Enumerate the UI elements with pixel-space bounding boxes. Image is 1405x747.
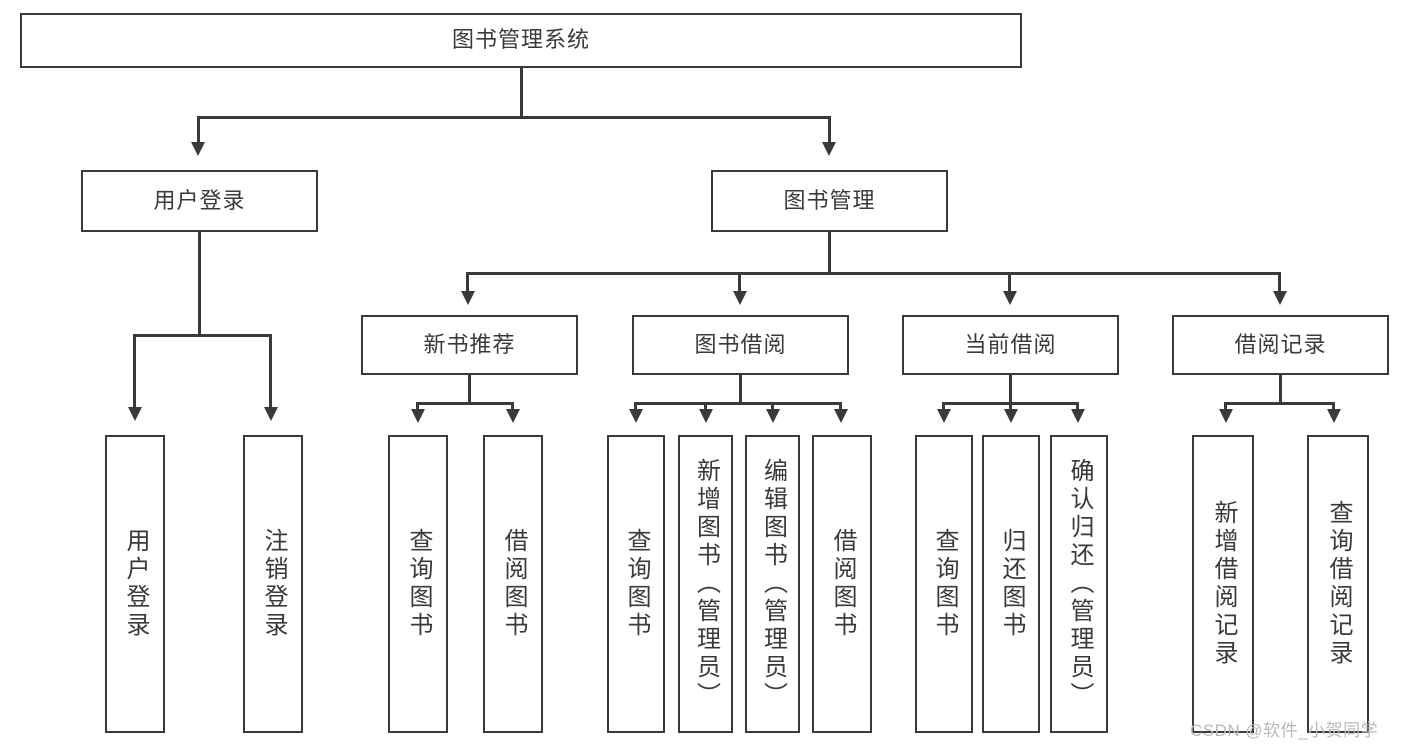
node-label: 图书管理 bbox=[783, 187, 876, 213]
node-label: 借阅记录 bbox=[1234, 331, 1327, 357]
connector-cb-drop-1 bbox=[942, 402, 945, 412]
connector-root-stem bbox=[520, 68, 523, 117]
node-label: 当前借阅 bbox=[964, 331, 1057, 357]
node-book-borrow[interactable]: 图书借阅 bbox=[632, 315, 849, 375]
leaf-cb-query-book[interactable]: 查询图书 bbox=[915, 435, 973, 733]
connector-nbr-stem bbox=[468, 375, 471, 404]
connector-cb-drop-2 bbox=[1009, 402, 1012, 412]
connector-cb-stem bbox=[1009, 375, 1012, 404]
leaf-cb-confirm-return[interactable]: 确认归还（管理员） bbox=[1050, 435, 1108, 733]
leaf-user-login[interactable]: 用户登录 bbox=[105, 435, 165, 733]
connector-user-login-bus bbox=[133, 334, 271, 337]
arrowhead-cb-query-book bbox=[937, 409, 951, 423]
node-label: 编辑图书（管理员） bbox=[759, 458, 787, 710]
leaf-bb-add-book[interactable]: 新增图书（管理员） bbox=[678, 435, 733, 733]
node-label: 注销登录 bbox=[260, 528, 287, 640]
connector-bm-drop-3 bbox=[1008, 272, 1011, 294]
connector-nbr-drop-1 bbox=[416, 402, 419, 412]
node-label: 确认归还（管理员） bbox=[1066, 458, 1093, 710]
node-user-login[interactable]: 用户登录 bbox=[81, 170, 318, 232]
arrowhead-leaf-user-login bbox=[128, 407, 142, 421]
node-label: 借阅图书 bbox=[500, 528, 527, 640]
connector-cb-drop-3 bbox=[1076, 402, 1079, 412]
watermark-csdn: CSDN @软件_小贺同学 bbox=[1190, 721, 1379, 740]
connector-root-bus bbox=[197, 116, 831, 119]
connector-bb-drop-3 bbox=[771, 402, 774, 412]
connector-br-bus bbox=[1224, 402, 1335, 405]
node-label: 用户登录 bbox=[122, 528, 149, 640]
node-label: 用户登录 bbox=[153, 187, 246, 213]
connector-bb-bus bbox=[634, 402, 842, 405]
node-label: 新增图书（管理员） bbox=[692, 458, 720, 710]
node-label: 新书推荐 bbox=[423, 331, 516, 357]
connector-user-login-stem bbox=[198, 232, 201, 336]
node-label: 归还图书 bbox=[998, 528, 1025, 640]
arrowhead-book-borrow bbox=[733, 291, 747, 305]
node-label: 图书借阅 bbox=[694, 331, 787, 357]
node-label: 查询借阅记录 bbox=[1325, 500, 1352, 668]
node-root-system[interactable]: 图书管理系统 bbox=[20, 13, 1022, 68]
node-current-borrow[interactable]: 当前借阅 bbox=[902, 315, 1119, 375]
connector-bb-drop-4 bbox=[839, 402, 842, 412]
connector-nbr-drop-2 bbox=[511, 402, 514, 412]
arrowhead-bb-query-book bbox=[629, 409, 643, 423]
arrowhead-br-query-record bbox=[1327, 409, 1341, 423]
connector-book-manage-bus bbox=[466, 272, 1281, 275]
connector-bm-drop-4 bbox=[1278, 272, 1281, 294]
connector-bm-drop-1 bbox=[466, 272, 469, 294]
node-label: 查询图书 bbox=[623, 528, 650, 640]
arrowhead-bb-edit-book bbox=[766, 409, 780, 423]
connector-root-to-user-login bbox=[197, 116, 200, 146]
arrowhead-bb-add-book bbox=[699, 409, 713, 423]
arrowhead-cb-return-book bbox=[1004, 409, 1018, 423]
node-label: 查询图书 bbox=[931, 528, 958, 640]
connector-bb-drop-1 bbox=[634, 402, 637, 412]
connector-bb-drop-2 bbox=[704, 402, 707, 412]
arrowhead-current-borrow bbox=[1003, 291, 1017, 305]
connector-bb-stem bbox=[739, 375, 742, 404]
node-borrow-record[interactable]: 借阅记录 bbox=[1172, 315, 1389, 375]
node-new-book-recommend[interactable]: 新书推荐 bbox=[361, 315, 578, 375]
arrowhead-bb-borrow-book bbox=[834, 409, 848, 423]
arrowhead-leaf-logout bbox=[264, 407, 278, 421]
leaf-bb-borrow-book[interactable]: 借阅图书 bbox=[812, 435, 872, 733]
arrowhead-user-login bbox=[191, 142, 205, 156]
leaf-cb-return-book[interactable]: 归还图书 bbox=[982, 435, 1040, 733]
connector-br-drop-2 bbox=[1332, 402, 1335, 412]
connector-root-to-book-manage bbox=[828, 116, 831, 146]
connector-book-manage-stem bbox=[828, 232, 831, 274]
leaf-nbr-borrow-book[interactable]: 借阅图书 bbox=[483, 435, 543, 733]
node-label: 查询图书 bbox=[405, 528, 432, 640]
connector-nbr-bus bbox=[416, 402, 514, 405]
connector-br-drop-1 bbox=[1224, 402, 1227, 412]
node-label: 图书管理系统 bbox=[451, 27, 590, 53]
arrowhead-borrow-record bbox=[1273, 291, 1287, 305]
connector-br-stem bbox=[1279, 375, 1282, 404]
node-label: 借阅图书 bbox=[829, 528, 856, 640]
arrowhead-br-add-record bbox=[1219, 409, 1233, 423]
leaf-bb-edit-book[interactable]: 编辑图书（管理员） bbox=[745, 435, 800, 733]
leaf-br-add-record[interactable]: 新增借阅记录 bbox=[1192, 435, 1254, 733]
leaf-br-query-record[interactable]: 查询借阅记录 bbox=[1307, 435, 1369, 733]
leaf-nbr-query-book[interactable]: 查询图书 bbox=[388, 435, 448, 733]
arrowhead-new-book-recommend bbox=[461, 291, 475, 305]
arrowhead-nbr-query-book bbox=[411, 409, 425, 423]
leaf-bb-query-book[interactable]: 查询图书 bbox=[607, 435, 665, 733]
leaf-logout[interactable]: 注销登录 bbox=[243, 435, 303, 733]
connector-user-login-drop-2 bbox=[269, 334, 272, 410]
connector-bm-drop-2 bbox=[738, 272, 741, 294]
arrowhead-book-manage bbox=[822, 142, 836, 156]
arrowhead-nbr-borrow-book bbox=[506, 409, 520, 423]
node-book-manage[interactable]: 图书管理 bbox=[711, 170, 948, 232]
node-label: 新增借阅记录 bbox=[1210, 500, 1237, 668]
connector-user-login-drop-1 bbox=[133, 334, 136, 410]
arrowhead-cb-confirm-return bbox=[1071, 409, 1085, 423]
